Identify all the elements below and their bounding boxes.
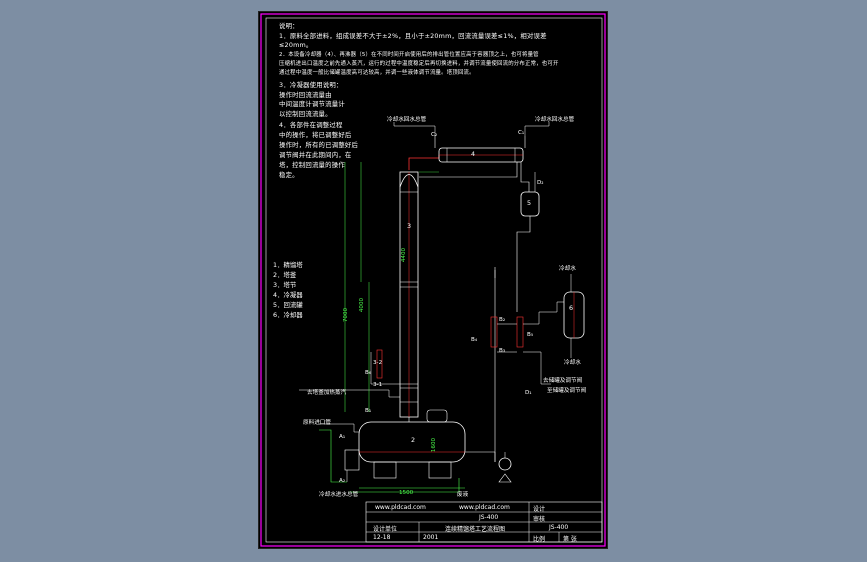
dim-1500: 1500: [399, 490, 414, 496]
title-year: 2001: [423, 534, 439, 541]
label-num-4: 4: [471, 150, 476, 158]
label-b5: B₅: [527, 332, 534, 338]
flowmeter-b6: [376, 349, 383, 379]
drawing-sheet: 说明： 1．原料全部进料，组成误差不大于±2%，且小于±20mm，回流流量误差≤…: [259, 12, 607, 548]
note-line: ≤20mm。: [279, 41, 313, 49]
label-a2: A₂: [339, 478, 346, 484]
label-d2: D₂: [537, 180, 544, 186]
flowmeter-b5: [516, 316, 524, 348]
label-b6: B₆: [365, 370, 372, 376]
title-check: 审核: [533, 516, 546, 523]
label-b2: B₂: [499, 317, 506, 323]
condenser: [438, 147, 524, 163]
note-line: 1．原料全部进料，组成误差不大于±2%，且小于±20mm，回流流量误差≤1%，相…: [279, 32, 547, 40]
note-line: 塔，控制回流量的操作: [279, 161, 345, 169]
dim-4400: 4400: [401, 247, 408, 263]
dim-1600: 1600: [431, 437, 438, 453]
label-c1: C₁: [518, 130, 525, 136]
note-line: 压缩机进出口温度之前先通入蒸汽，运行的过程中温度稳定后再切换进料，并调节流量使回…: [279, 61, 559, 67]
label-bottom-right: 废液: [457, 492, 469, 498]
label-feed-left: 原料进口管: [303, 420, 331, 426]
process-diagram: [260, 13, 606, 547]
title-url-left: www.pldcad.com: [375, 504, 426, 511]
label-p-3-2: 3-2: [373, 360, 383, 366]
distillation-column: [399, 171, 419, 418]
title-unit: 设计单位: [373, 526, 398, 533]
label-c2: C₂: [431, 132, 438, 138]
note-line: 稳定。: [279, 171, 299, 179]
label-num-5: 5: [527, 199, 532, 207]
label-p-3-1: 3-1: [373, 382, 383, 388]
title-name: 连续精馏塔工艺流程图: [445, 526, 506, 533]
title-drawing-no: JS-400: [479, 514, 499, 521]
label-d1: D₁: [525, 390, 532, 396]
vapor-line: [408, 155, 440, 170]
legend-item: 6．冷却器: [273, 311, 303, 319]
note-line: 2．本设备冷却器（4）、再沸器（5）在不同时间开启使用后的排出管位置应高于容器顶…: [279, 52, 539, 58]
title-date: 12-18: [373, 534, 391, 541]
label-num-6: 6: [569, 304, 574, 312]
label-b4: B₄: [471, 337, 478, 343]
legend-item: 4．冷凝器: [273, 291, 303, 299]
legend-item: 3．塔节: [273, 281, 297, 289]
outer-frame: [260, 13, 606, 547]
title-sheet: 第 张: [563, 536, 577, 543]
label-a1: A₁: [339, 434, 346, 440]
label-cooling-water-bottom: 冷却水: [564, 360, 581, 366]
label-num-2: 2: [411, 436, 416, 444]
label-coolant-left: 冷却水回水总管: [387, 117, 427, 123]
note-line: 中的操作，将已调整好后: [279, 131, 352, 139]
note-line: 3．冷凝器使用说明：: [279, 81, 343, 89]
dim-4000: 4000: [359, 297, 366, 313]
note-line: 调节阀并在此期间内，在: [279, 151, 352, 159]
note-line: 中间温度计调节流量计: [279, 100, 345, 108]
product-cooler: [563, 291, 585, 339]
title-url-right: www.pldcad.com: [459, 504, 510, 511]
label-coolant-right: 冷却水回水总管: [535, 117, 575, 123]
flowmeter-b4: [490, 316, 498, 348]
legend-item: 5．回流罐: [273, 301, 303, 309]
pump: [498, 457, 512, 471]
note-line: 操作时回流流量由: [279, 91, 332, 99]
notes-heading: 说明：: [279, 22, 299, 30]
title-block: [365, 501, 603, 543]
title-design: 设计: [533, 506, 546, 513]
legend-item: 2．塔釜: [273, 271, 297, 279]
legend-item: 1．精馏塔: [273, 261, 303, 269]
label-bottom-left: 冷却水进水总管: [319, 492, 359, 498]
label-b1: B₁: [365, 408, 372, 414]
title-scale: 比例: [533, 536, 546, 543]
label-num-3: 3: [407, 222, 412, 230]
label-b3: B₃: [499, 348, 506, 354]
label-steam-left: 去塔釜加热蒸汽: [307, 390, 347, 396]
label-to-valve: 至储罐及调节阀: [547, 388, 587, 394]
reboiler-kettle: [344, 409, 466, 479]
note-line: 4．各部件在调整过程: [279, 121, 343, 129]
note-line: 以控制回流流量。: [279, 110, 332, 118]
note-line: 通过程中温度一般比储罐温度高可达较高，并调一些液体调节流量。塔顶回流。: [279, 70, 475, 76]
label-to-heater: 去储罐及调节阀: [543, 378, 583, 384]
title-drawing-no-right: JS-400: [549, 524, 569, 531]
dim-7000: 7000: [343, 307, 350, 323]
note-line: 操作时，所有的已调整好后: [279, 141, 359, 149]
label-cooling-water: 冷却水: [559, 266, 576, 272]
